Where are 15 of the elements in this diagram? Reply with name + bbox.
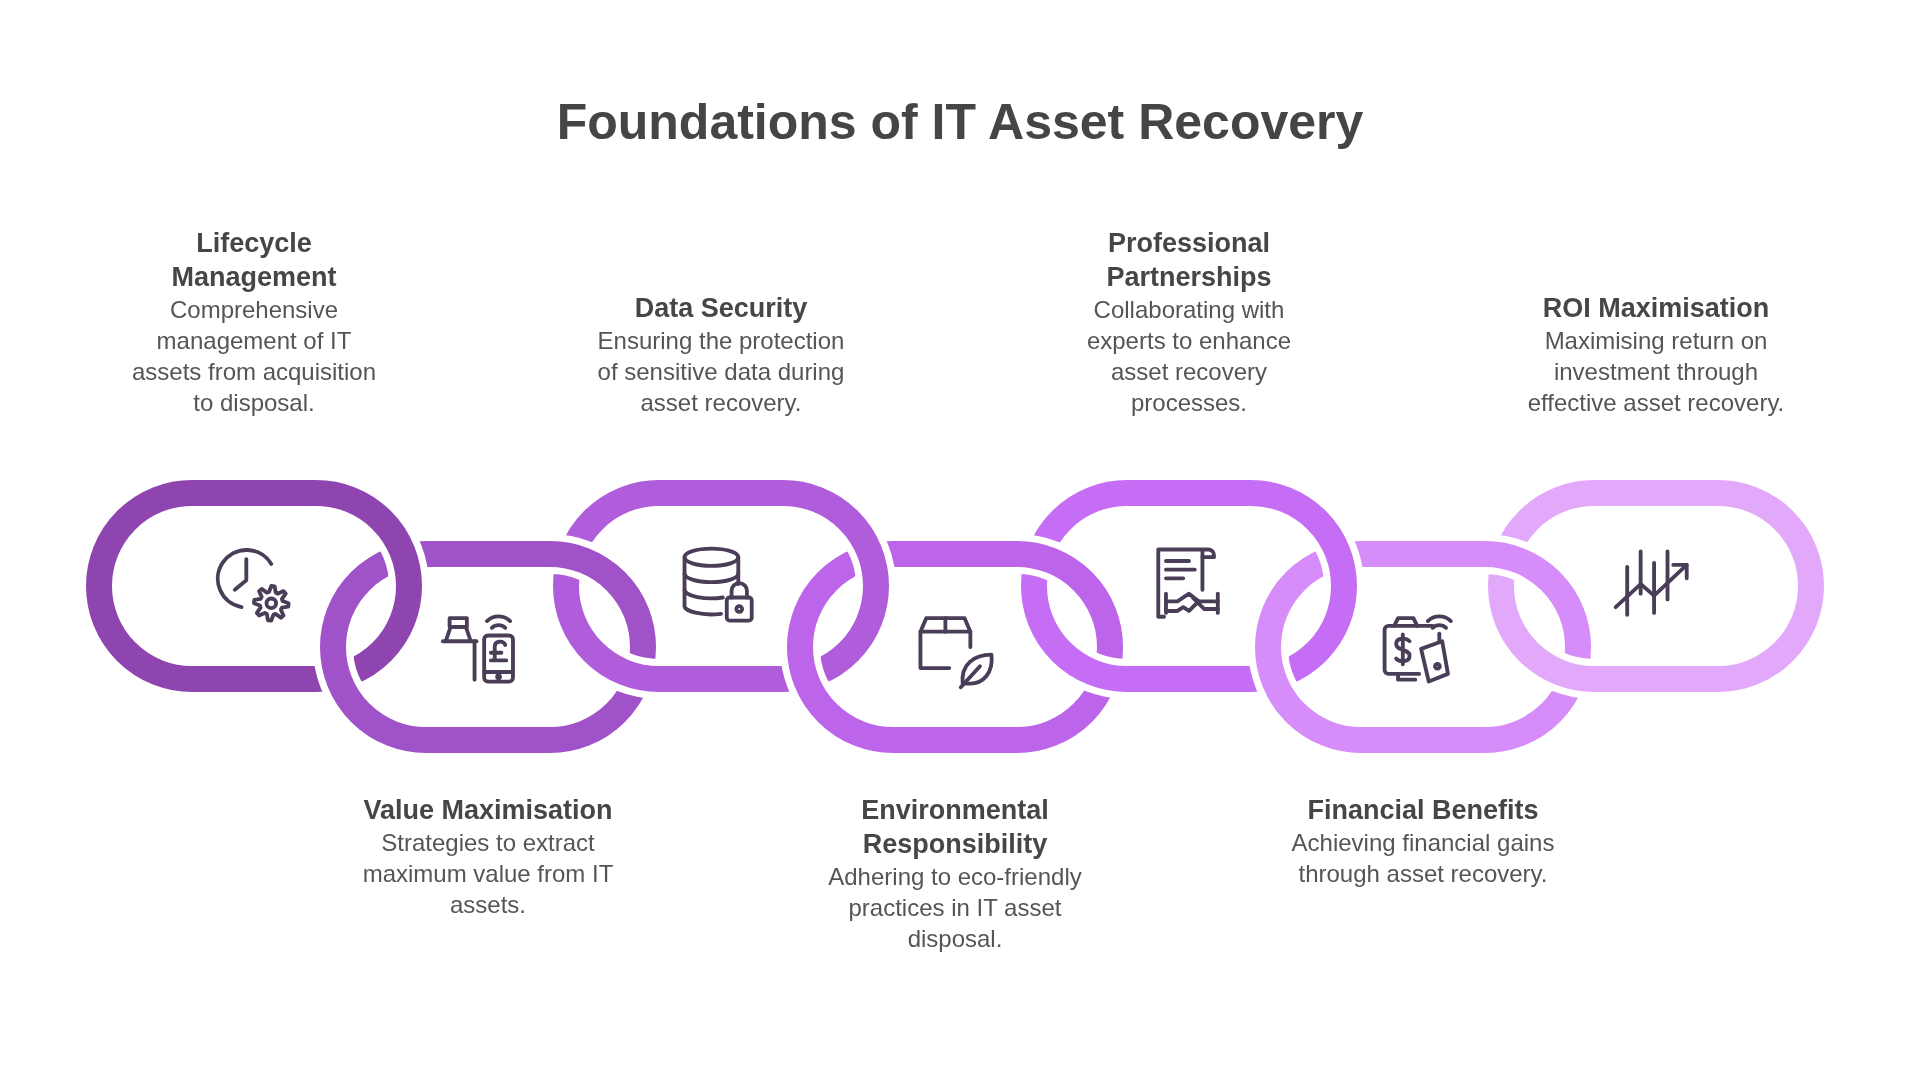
step-description: Maximising return on investment through effective asset recovery.: [1527, 326, 1785, 418]
step-description: Adhering to eco-friendly practices in IT asset disposal.: [827, 862, 1083, 954]
step-description: Strategies to extract maximum value from IT assets.: [362, 828, 614, 920]
diagram-title: Foundations of IT Asset Recovery: [556, 93, 1364, 152]
step-heading: Professional Partnerships: [1105, 227, 1273, 294]
step-heading: Data Security: [634, 292, 808, 325]
step-description: Collaborating with experts to enhance asset recovery processes.: [1086, 295, 1292, 418]
step-heading: ROI Maximisation: [1542, 292, 1770, 325]
step-description: Ensuring the protection of sensitive data during asset recovery.: [597, 326, 845, 418]
step-description: Achieving financial gains through asset recovery.: [1291, 828, 1555, 889]
step-heading: Environmental Responsibility: [860, 794, 1050, 861]
step-description: Comprehensive management of IT assets from acquisition to disposal.: [131, 295, 377, 418]
step-heading: Value Maximisation: [362, 794, 614, 827]
step-heading: Financial Benefits: [1306, 794, 1540, 827]
step-heading: Lifecycle Management: [170, 227, 338, 294]
